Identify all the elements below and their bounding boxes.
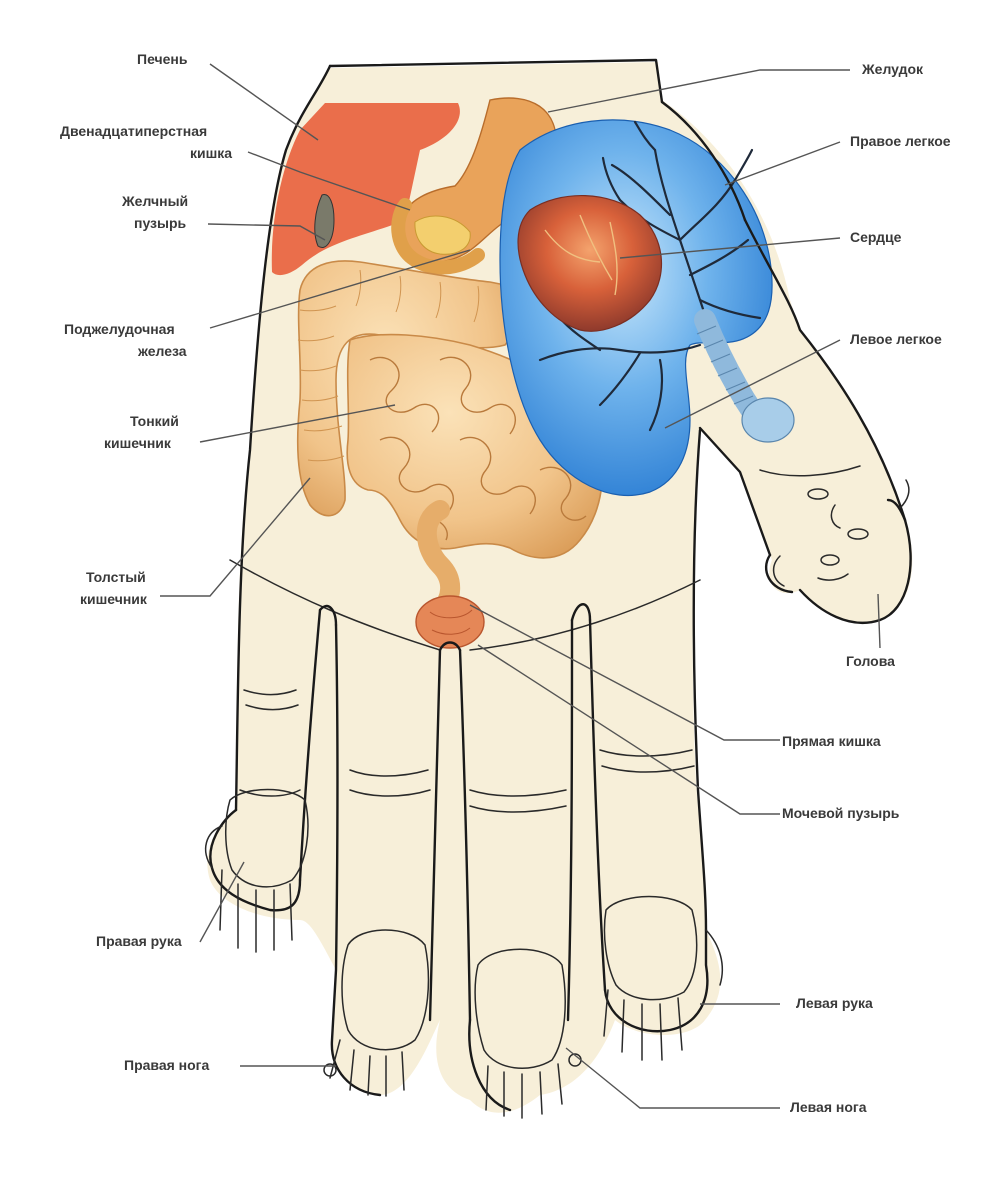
label-right-arm: Правая рука <box>96 933 182 949</box>
hand-outline <box>209 58 912 1112</box>
head-face <box>759 465 910 587</box>
label-pancreas-line1: Поджелудочная <box>64 321 175 337</box>
duodenum <box>391 198 485 275</box>
heart <box>517 195 663 332</box>
label-gallbladder-line2: пузырь <box>134 215 187 231</box>
label-pancreas-line2: железа <box>137 343 187 359</box>
labels: Печень Двенадцатиперстная кишка Желчный … <box>60 51 951 1115</box>
right-leg-figure <box>323 929 430 1097</box>
label-left-lung: Левое легкое <box>850 331 942 347</box>
label-small-intestine-line2: кишечник <box>104 435 172 451</box>
label-large-intestine-line2: кишечник <box>80 591 148 607</box>
label-right-lung: Правое легкое <box>850 133 951 149</box>
label-rectum: Прямая кишка <box>782 733 881 749</box>
right-arm-figure <box>204 788 309 953</box>
label-liver: Печень <box>137 51 188 67</box>
trachea <box>694 309 795 443</box>
label-small-intestine-line1: Тонкий <box>130 413 179 429</box>
label-left-arm: Левая рука <box>796 995 873 1011</box>
label-duodenum-line1: Двенадцатиперстная <box>60 123 207 139</box>
leader-lines <box>160 63 881 1109</box>
heart-vessels <box>544 214 618 296</box>
label-head: Голова <box>846 653 895 669</box>
label-bladder: Мочевой пузырь <box>782 805 900 821</box>
label-gallbladder-line1: Желчный <box>121 193 188 209</box>
label-heart: Сердце <box>850 229 902 245</box>
label-right-leg: Правая нога <box>124 1057 210 1073</box>
label-duodenum-line2: кишка <box>190 145 232 161</box>
bronchial-tree <box>538 120 762 432</box>
gallbladder <box>314 194 335 248</box>
pancreas <box>414 215 471 255</box>
label-left-leg: Левая нога <box>790 1099 867 1115</box>
rectum <box>415 595 485 649</box>
large-intestine-haustra <box>297 269 480 462</box>
left-arm-figure <box>603 895 724 1061</box>
label-stomach: Желудок <box>861 61 924 77</box>
label-large-intestine-line1: Толстый <box>86 569 146 585</box>
